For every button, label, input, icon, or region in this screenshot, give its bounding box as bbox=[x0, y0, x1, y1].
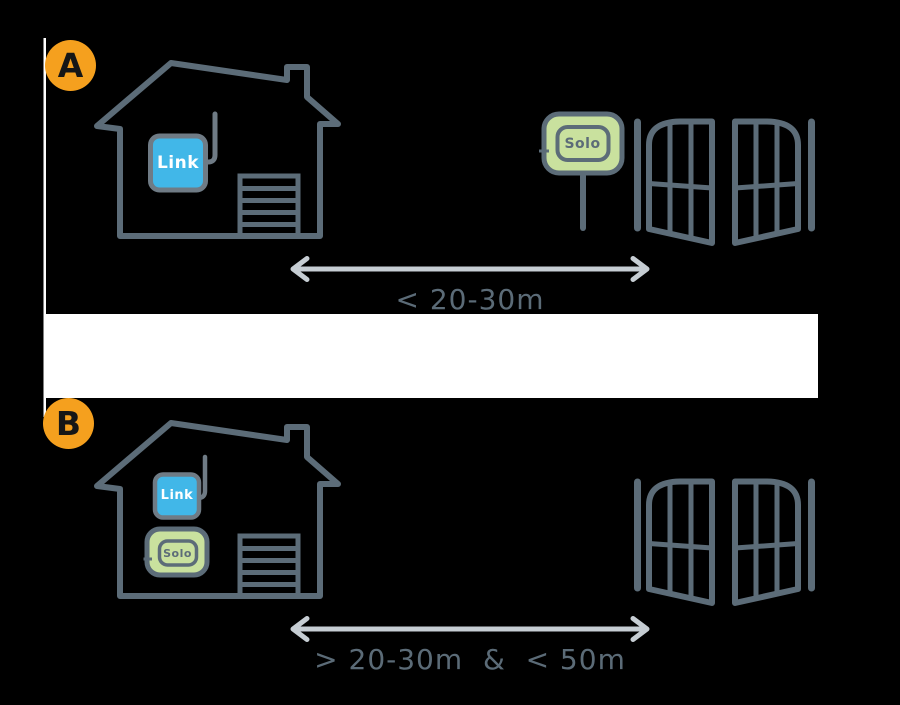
scenario-b-graphics bbox=[43, 398, 815, 642]
solo-device-a bbox=[539, 111, 625, 231]
distance-arrow-b bbox=[290, 616, 650, 642]
gate-b-left-door bbox=[646, 478, 715, 606]
left-edge-line bbox=[43, 38, 46, 417]
house-a-outline bbox=[94, 60, 341, 239]
scenario-a-graphics bbox=[45, 40, 815, 282]
gate-a-right-door bbox=[732, 118, 801, 246]
solo-device-b bbox=[143, 526, 210, 578]
distance-arrow-a bbox=[290, 256, 650, 282]
house-b-outline bbox=[94, 420, 341, 599]
link-device-b bbox=[152, 472, 202, 520]
gate-b-right-door bbox=[732, 478, 801, 606]
garage-door-a bbox=[237, 173, 301, 239]
gate-a-left-door bbox=[646, 118, 715, 246]
link-antenna-icon-a bbox=[202, 111, 218, 165]
garage-door-b bbox=[237, 533, 301, 599]
badge-a-circle bbox=[45, 40, 96, 91]
gate-b bbox=[634, 478, 815, 606]
divider-band bbox=[44, 314, 818, 398]
link-device-a bbox=[148, 133, 208, 193]
gate-a bbox=[634, 118, 815, 246]
badge-b-circle bbox=[43, 398, 94, 449]
